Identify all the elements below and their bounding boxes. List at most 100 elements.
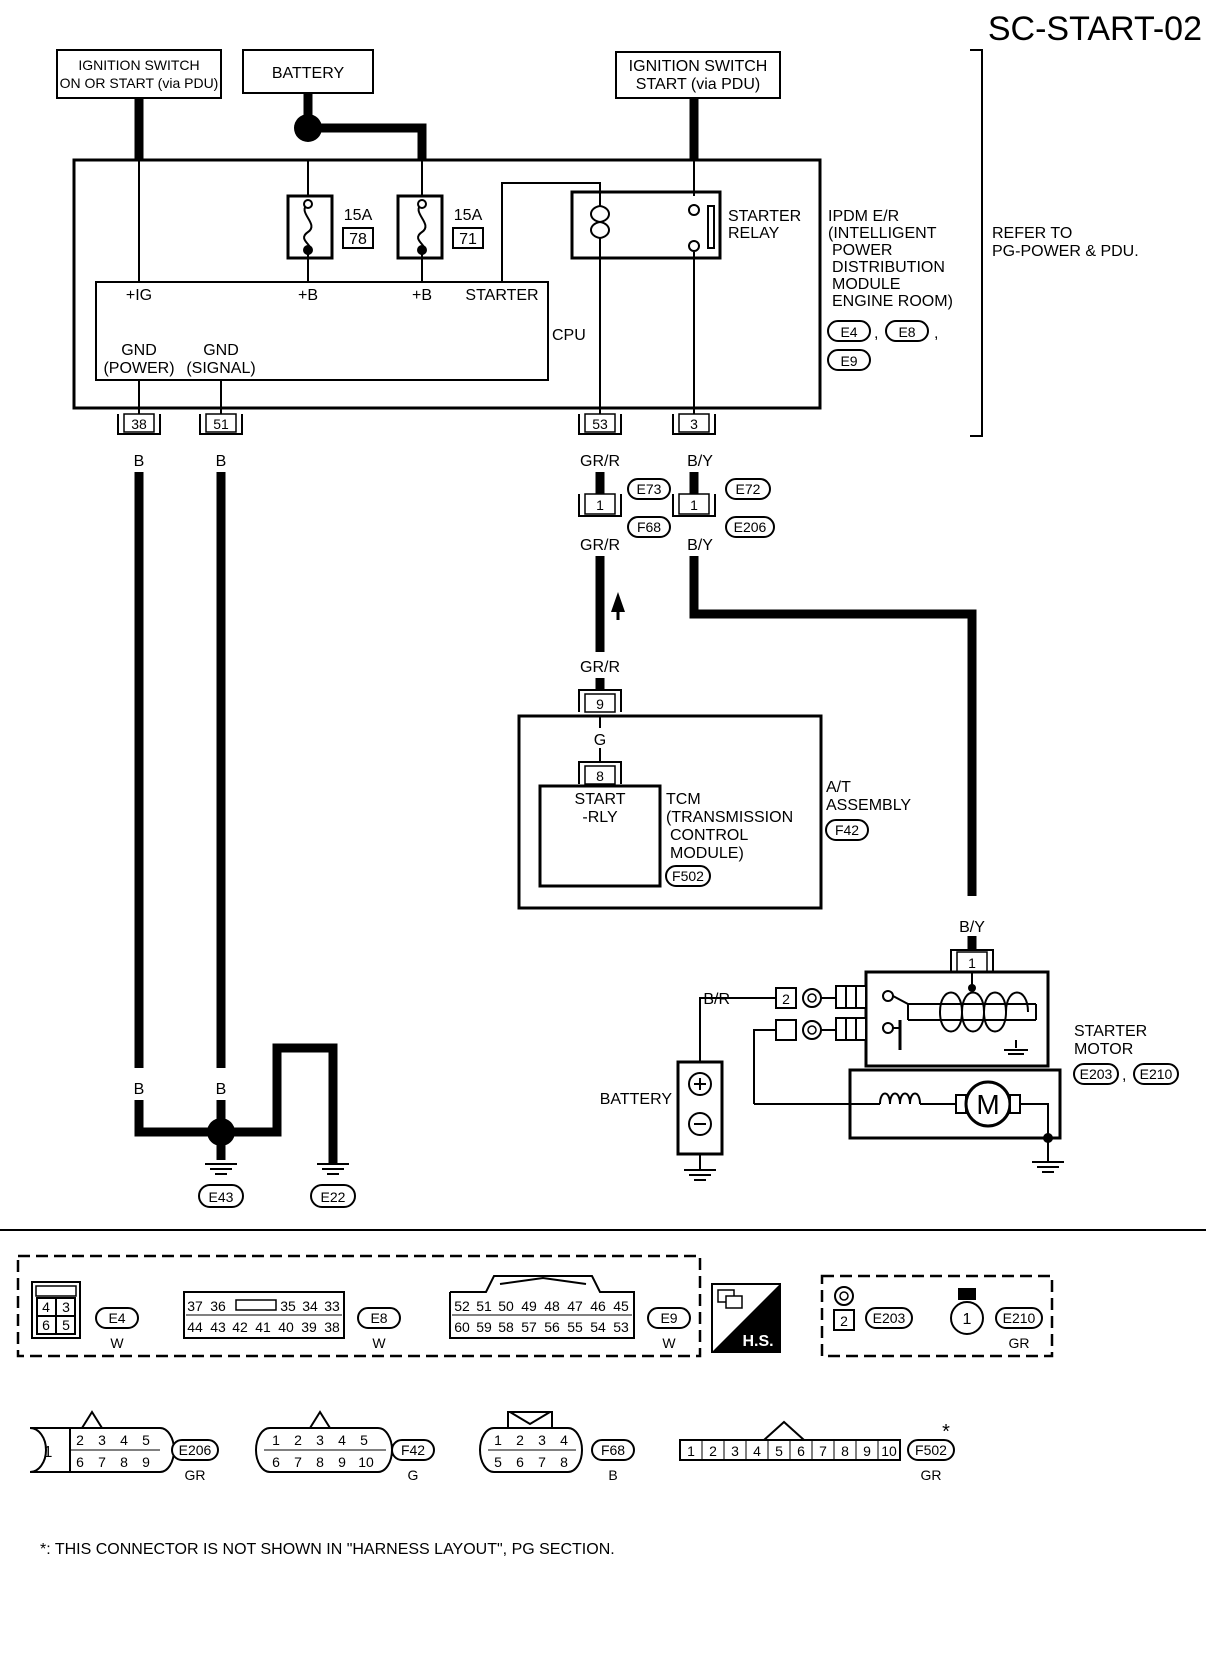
- svg-text:6: 6: [42, 1317, 50, 1333]
- svg-text:1: 1: [44, 1444, 53, 1461]
- svg-text:4: 4: [338, 1432, 346, 1448]
- ground-e22: E22: [310, 1163, 356, 1208]
- svg-text:57: 57: [521, 1319, 537, 1335]
- svg-text:8: 8: [596, 768, 604, 784]
- svg-text:53: 53: [613, 1319, 629, 1335]
- diagram-id: SC-START-02: [988, 10, 1202, 48]
- svg-text:1: 1: [963, 1311, 972, 1328]
- svg-text:33: 33: [324, 1298, 340, 1314]
- cpu-label: CPU: [552, 327, 586, 344]
- svg-text:38: 38: [131, 416, 147, 432]
- svg-text:STARTER: STARTER: [465, 287, 538, 304]
- footnote: *: THIS CONNECTOR IS NOT SHOWN IN "HARNE…: [40, 1541, 615, 1558]
- svg-text:F42: F42: [401, 1442, 425, 1458]
- svg-text:4: 4: [120, 1432, 128, 1448]
- svg-text:41: 41: [255, 1319, 271, 1335]
- svg-text:52: 52: [454, 1298, 470, 1314]
- svg-text:15A: 15A: [454, 207, 483, 224]
- tcm-box: [538, 784, 662, 888]
- svg-text:4: 4: [42, 1299, 50, 1315]
- svg-text:B: B: [134, 453, 145, 470]
- svg-text:8: 8: [316, 1454, 324, 1470]
- svg-text:GR: GR: [185, 1467, 206, 1483]
- svg-text:TCM: TCM: [666, 791, 701, 808]
- svg-text:E203: E203: [1080, 1066, 1113, 1082]
- svg-text:49: 49: [521, 1298, 537, 1314]
- svg-text:2: 2: [840, 1313, 848, 1329]
- svg-text:1: 1: [690, 497, 698, 513]
- ignition-on-start-box: IGNITION SWITCH ON OR START (via PDU): [56, 49, 222, 99]
- svg-text:+IG: +IG: [126, 287, 152, 304]
- svg-text:REFER TO: REFER TO: [992, 225, 1072, 242]
- svg-text:48: 48: [544, 1298, 560, 1314]
- svg-text:7: 7: [819, 1443, 827, 1459]
- connector-legend-group-2: [820, 1274, 1054, 1358]
- svg-text:,: ,: [934, 325, 938, 342]
- svg-text:9: 9: [863, 1443, 871, 1459]
- svg-text:51: 51: [476, 1298, 492, 1314]
- svg-text:E206: E206: [734, 519, 767, 535]
- svg-text:GR: GR: [1009, 1335, 1030, 1351]
- svg-text:1: 1: [687, 1443, 695, 1459]
- svg-text:MODULE: MODULE: [832, 276, 900, 293]
- ground-e43: E43: [198, 1163, 244, 1208]
- svg-text:MOTOR: MOTOR: [1074, 1041, 1133, 1058]
- svg-text:3: 3: [316, 1432, 324, 1448]
- legend-e4: 4 3 6 5 E4 W: [31, 1281, 139, 1351]
- svg-text:,: ,: [874, 325, 878, 342]
- svg-text:POWER: POWER: [832, 242, 892, 259]
- svg-text:50: 50: [498, 1298, 514, 1314]
- at-assembly: G 8 START -RLY TCM (TRANSMISSION CONTROL…: [517, 714, 823, 910]
- svg-text:9: 9: [338, 1454, 346, 1470]
- svg-text:39: 39: [301, 1319, 317, 1335]
- svg-text:56: 56: [544, 1319, 560, 1335]
- battery-terminal-2: B/R 2: [699, 987, 836, 1104]
- ipdm-internal-wiring: [138, 160, 695, 414]
- svg-text:10: 10: [358, 1454, 374, 1470]
- svg-text:IPDM E/R: IPDM E/R: [828, 208, 899, 225]
- svg-text:STARTER: STARTER: [728, 208, 801, 225]
- svg-text:3: 3: [538, 1432, 546, 1448]
- svg-text:+B: +B: [412, 287, 432, 304]
- svg-text:3: 3: [690, 416, 698, 432]
- svg-text:2: 2: [782, 991, 790, 1007]
- svg-text:E210: E210: [1003, 1310, 1036, 1326]
- starter-relay: STARTER RELAY: [570, 190, 801, 260]
- svg-text:(POWER): (POWER): [103, 360, 174, 377]
- svg-text:3: 3: [62, 1299, 70, 1315]
- svg-text:54: 54: [590, 1319, 606, 1335]
- svg-text:W: W: [372, 1335, 386, 1351]
- svg-text:40: 40: [278, 1319, 294, 1335]
- svg-text:5: 5: [494, 1454, 502, 1470]
- svg-text:E8: E8: [898, 324, 915, 340]
- legend-e203: 2 E203: [833, 1286, 913, 1331]
- ignition-start-box: IGNITION SWITCH START (via PDU): [615, 51, 781, 99]
- terminal-38: 38: [117, 413, 161, 435]
- svg-text:6: 6: [272, 1454, 280, 1470]
- legend-f42: 1 2 3 4 5 6 7 8 9 10 F42 G: [255, 1410, 435, 1483]
- svg-text:55: 55: [567, 1319, 583, 1335]
- svg-text:RELAY: RELAY: [728, 225, 780, 242]
- svg-text:START (via PDU): START (via PDU): [636, 76, 760, 93]
- fuse-71: 15A 71: [396, 194, 484, 260]
- svg-text:W: W: [662, 1335, 676, 1351]
- svg-text:E72: E72: [736, 481, 761, 497]
- svg-text:IGNITION SWITCH: IGNITION SWITCH: [629, 58, 768, 75]
- svg-text:IGNITION SWITCH: IGNITION SWITCH: [78, 57, 199, 73]
- svg-text:60: 60: [454, 1319, 470, 1335]
- terminal-51: 51: [199, 413, 243, 435]
- svg-text:GND: GND: [203, 342, 239, 359]
- svg-text:G: G: [408, 1467, 419, 1483]
- svg-text:BATTERY: BATTERY: [272, 65, 345, 82]
- svg-text:2: 2: [516, 1432, 524, 1448]
- svg-text:35: 35: [280, 1298, 296, 1314]
- svg-text:ASSEMBLY: ASSEMBLY: [826, 797, 911, 814]
- svg-text:42: 42: [232, 1319, 248, 1335]
- svg-text:G: G: [594, 732, 606, 749]
- svg-text:*: *: [942, 1421, 950, 1443]
- svg-text:1: 1: [272, 1432, 280, 1448]
- svg-text:5: 5: [360, 1432, 368, 1448]
- svg-text:E43: E43: [209, 1189, 234, 1205]
- signal-arrow: [611, 592, 625, 612]
- svg-text:GR/R: GR/R: [580, 453, 620, 470]
